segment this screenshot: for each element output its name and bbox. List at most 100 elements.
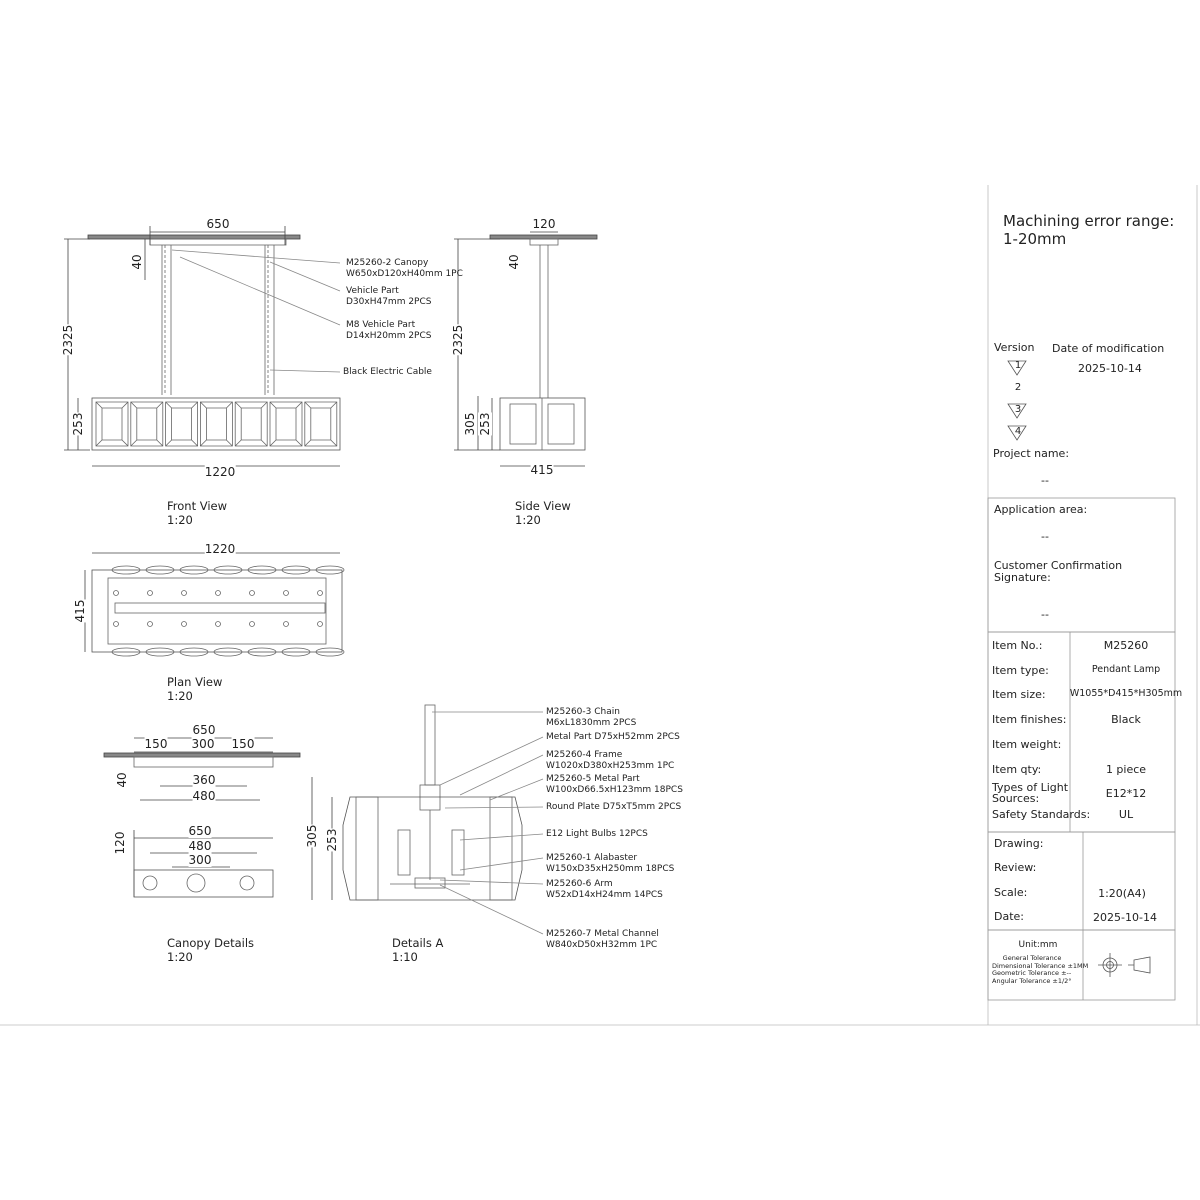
side-body-height: 253 [478,412,492,436]
machining-error-title: Machining error range: [1003,212,1175,230]
version-4: 4 [1014,426,1022,437]
leader-line [444,806,544,809]
leader-line [439,879,544,885]
side-canopy-width: 120 [532,217,556,231]
detail-callout: Round Plate D75xT5mm 2PCS [546,802,682,812]
side-body-width: 415 [530,463,554,477]
application-label: Application area: [994,503,1088,516]
canopy-width: 650 [192,723,216,737]
canopy-bottom-inner: 300 [188,853,212,867]
customer-label: Customer Confirmation [994,559,1123,572]
tolerance-general: General Tolerance [1002,954,1062,962]
version-3: 3 [1014,404,1022,415]
item-value: Pendant Lamp [1091,664,1161,675]
item-value: UL [1118,808,1134,821]
detail-callout: Metal Part D75xH52mm 2PCS [546,732,680,742]
fixing-point [147,621,153,627]
scale-value: 1:20(A4) [1098,887,1146,900]
detail-body-height: 253 [325,828,339,852]
unit-label: Unit:mm [1018,940,1058,950]
canopy-right: 150 [231,737,255,751]
fixing-point [113,621,119,627]
application-value: -- [1041,530,1049,543]
canopy-middle: 300 [191,737,215,751]
side-canopy-height: 40 [507,254,521,270]
item-label: Item qty: [992,763,1042,776]
project-value: -- [1041,474,1049,487]
item-label: Types of Light Sources: [992,781,1069,805]
fixing-point [283,590,289,596]
panel-edge [111,565,141,575]
scale-label: Scale: [994,886,1028,899]
item-label: Item type: [992,664,1049,677]
item-value: M25260 [1103,639,1149,652]
drawing-label: Drawing: [994,837,1044,850]
fixing-point [215,621,221,627]
panel-edge [111,647,141,657]
review-label: Review: [994,861,1037,874]
side-total-height: 2325 [451,324,465,356]
canopy-outer: 480 [192,789,216,803]
leader-line [439,736,544,786]
fixing-point [283,621,289,627]
version-2: 2 [1014,382,1022,393]
item-value: E12*12 [1105,787,1147,800]
fixing-point [317,621,323,627]
item-value: W1055*D415*H305mm [1069,688,1183,699]
panel-edge [179,647,209,657]
leader-line [459,857,544,871]
panel-edge [247,647,277,657]
detail-callout: E12 Light Bulbs 12PCS [546,829,648,839]
version-label: Version [994,341,1035,354]
tolerance-dimensional: Dimensional Tolerance ±1MM [992,962,1089,970]
item-value: Black [1111,713,1141,726]
machining-error-range: 1-20mm [1003,230,1067,248]
item-label: Safety Standards: [992,808,1091,821]
panel-edge [247,565,277,575]
panel-edge [281,647,311,657]
fixing-point [113,590,119,596]
signature-label: Signature: [994,571,1051,584]
front-body-height: 253 [71,412,85,436]
panel-edge [179,565,209,575]
tolerance-angular: Angular Tolerance ±1/2° [992,977,1072,985]
canopy-left: 150 [144,737,168,751]
plan-width: 1220 [204,542,236,556]
canopy-bottom-width: 650 [188,824,212,838]
canopy-inner: 360 [192,773,216,787]
date-mod-value: 2025-10-14 [1078,362,1142,375]
date-label: Date: [994,910,1024,923]
fixing-point [181,621,187,627]
panel-edge [315,647,345,657]
panel-edge [213,565,243,575]
side-overall-height: 305 [463,412,477,436]
date-value: 2025-10-14 [1093,911,1157,924]
front-canopy-width: 650 [206,217,230,231]
alabaster-panel [234,401,268,447]
front-total-height: 2325 [61,324,75,356]
leader-line [439,884,544,935]
item-value: 1 piece [1105,763,1147,776]
project-label: Project name: [993,447,1070,460]
alabaster-panel [130,401,164,447]
alabaster-panel [95,401,129,447]
fixing-point [249,621,255,627]
plan-depth: 415 [73,599,87,623]
panel-edge [315,565,345,575]
tolerance-geometric: Geometric Tolerance ±-- [992,969,1072,977]
fixing-point [147,590,153,596]
fixing-point [317,590,323,596]
panel-edge [213,647,243,657]
canopy-height: 40 [115,772,129,788]
